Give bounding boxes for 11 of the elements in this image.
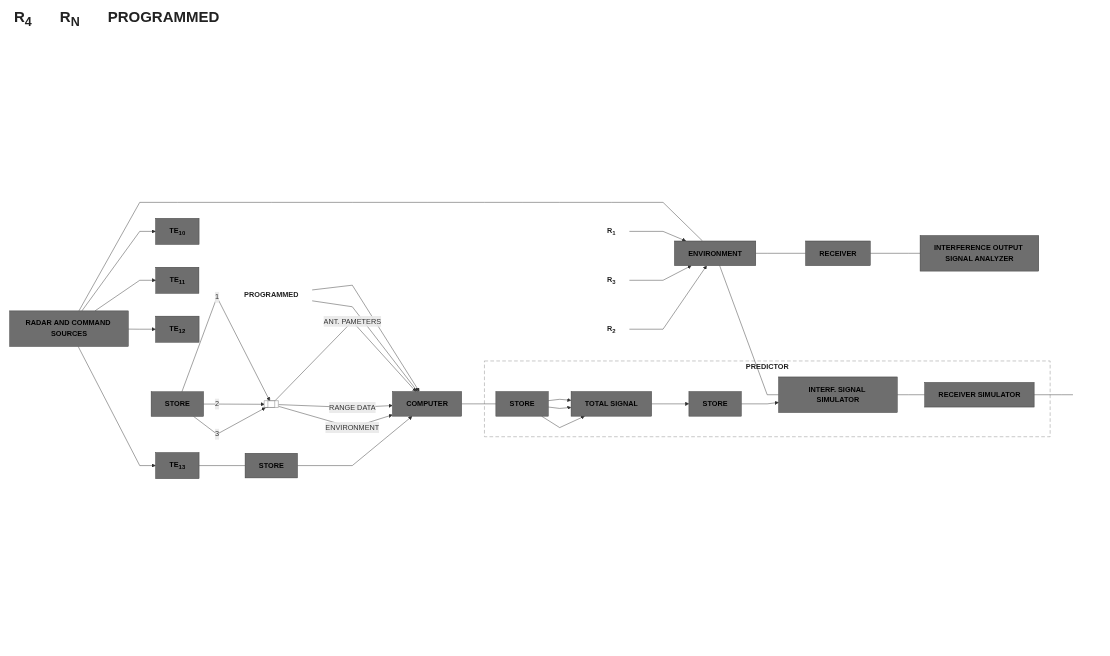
annotation-label: R$_{4}$ (14, 8, 32, 29)
connector (719, 265, 779, 395)
annotation-label: R$_{N}$ (59, 8, 80, 29)
connector (198, 465, 246, 466)
annotation-label: PROGRAMMED (107, 8, 220, 27)
connector (870, 253, 921, 254)
node-bar (264, 400, 279, 408)
connector (755, 253, 806, 254)
connector (1033, 394, 1074, 395)
connector (461, 403, 497, 405)
connector (897, 394, 925, 395)
